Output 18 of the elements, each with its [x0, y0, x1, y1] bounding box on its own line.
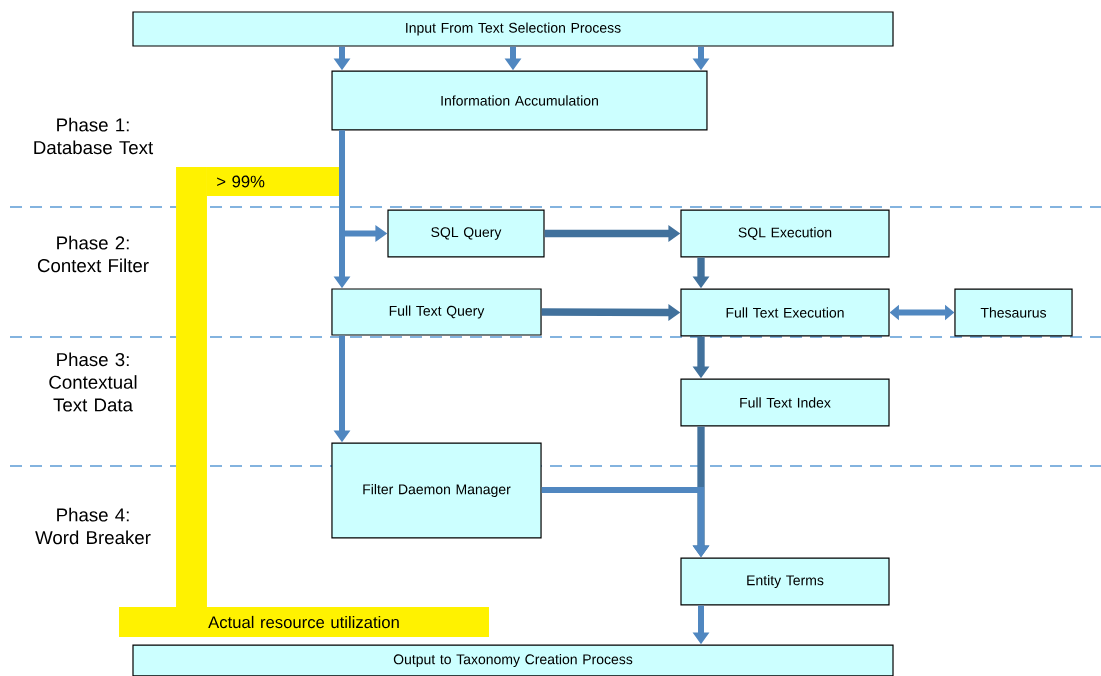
process-box: Output to Taxonomy Creation Process: [132, 644, 894, 676]
process-box: Full Text Query: [331, 288, 542, 336]
process-box: Entity Terms: [680, 557, 890, 606]
process-box: SQL Query: [387, 209, 545, 258]
process-box: Full Text Index: [680, 378, 890, 427]
process-box: Input From Text Selection Process: [132, 11, 894, 47]
highlight-band: Actual resource utilization: [119, 607, 489, 637]
process-box: Full Text Execution: [680, 288, 890, 337]
process-box: SQL Execution: [680, 209, 890, 258]
process-box: Information Accumulation: [331, 70, 708, 131]
phase-label: Phase 1: Database Text: [34, 117, 154, 155]
node-label: > 99%: [217, 175, 265, 188]
phase-label: Phase 3: Contextual Text Data: [49, 352, 137, 412]
process-box: Thesaurus: [954, 288, 1073, 337]
phase-label: Phase 4: Word Breaker: [35, 507, 151, 545]
highlight-band: > 99%: [206, 166, 341, 197]
phase-label: Phase 2: Context Filter: [37, 235, 149, 273]
process-box: Filter Daemon Manager: [331, 442, 542, 539]
